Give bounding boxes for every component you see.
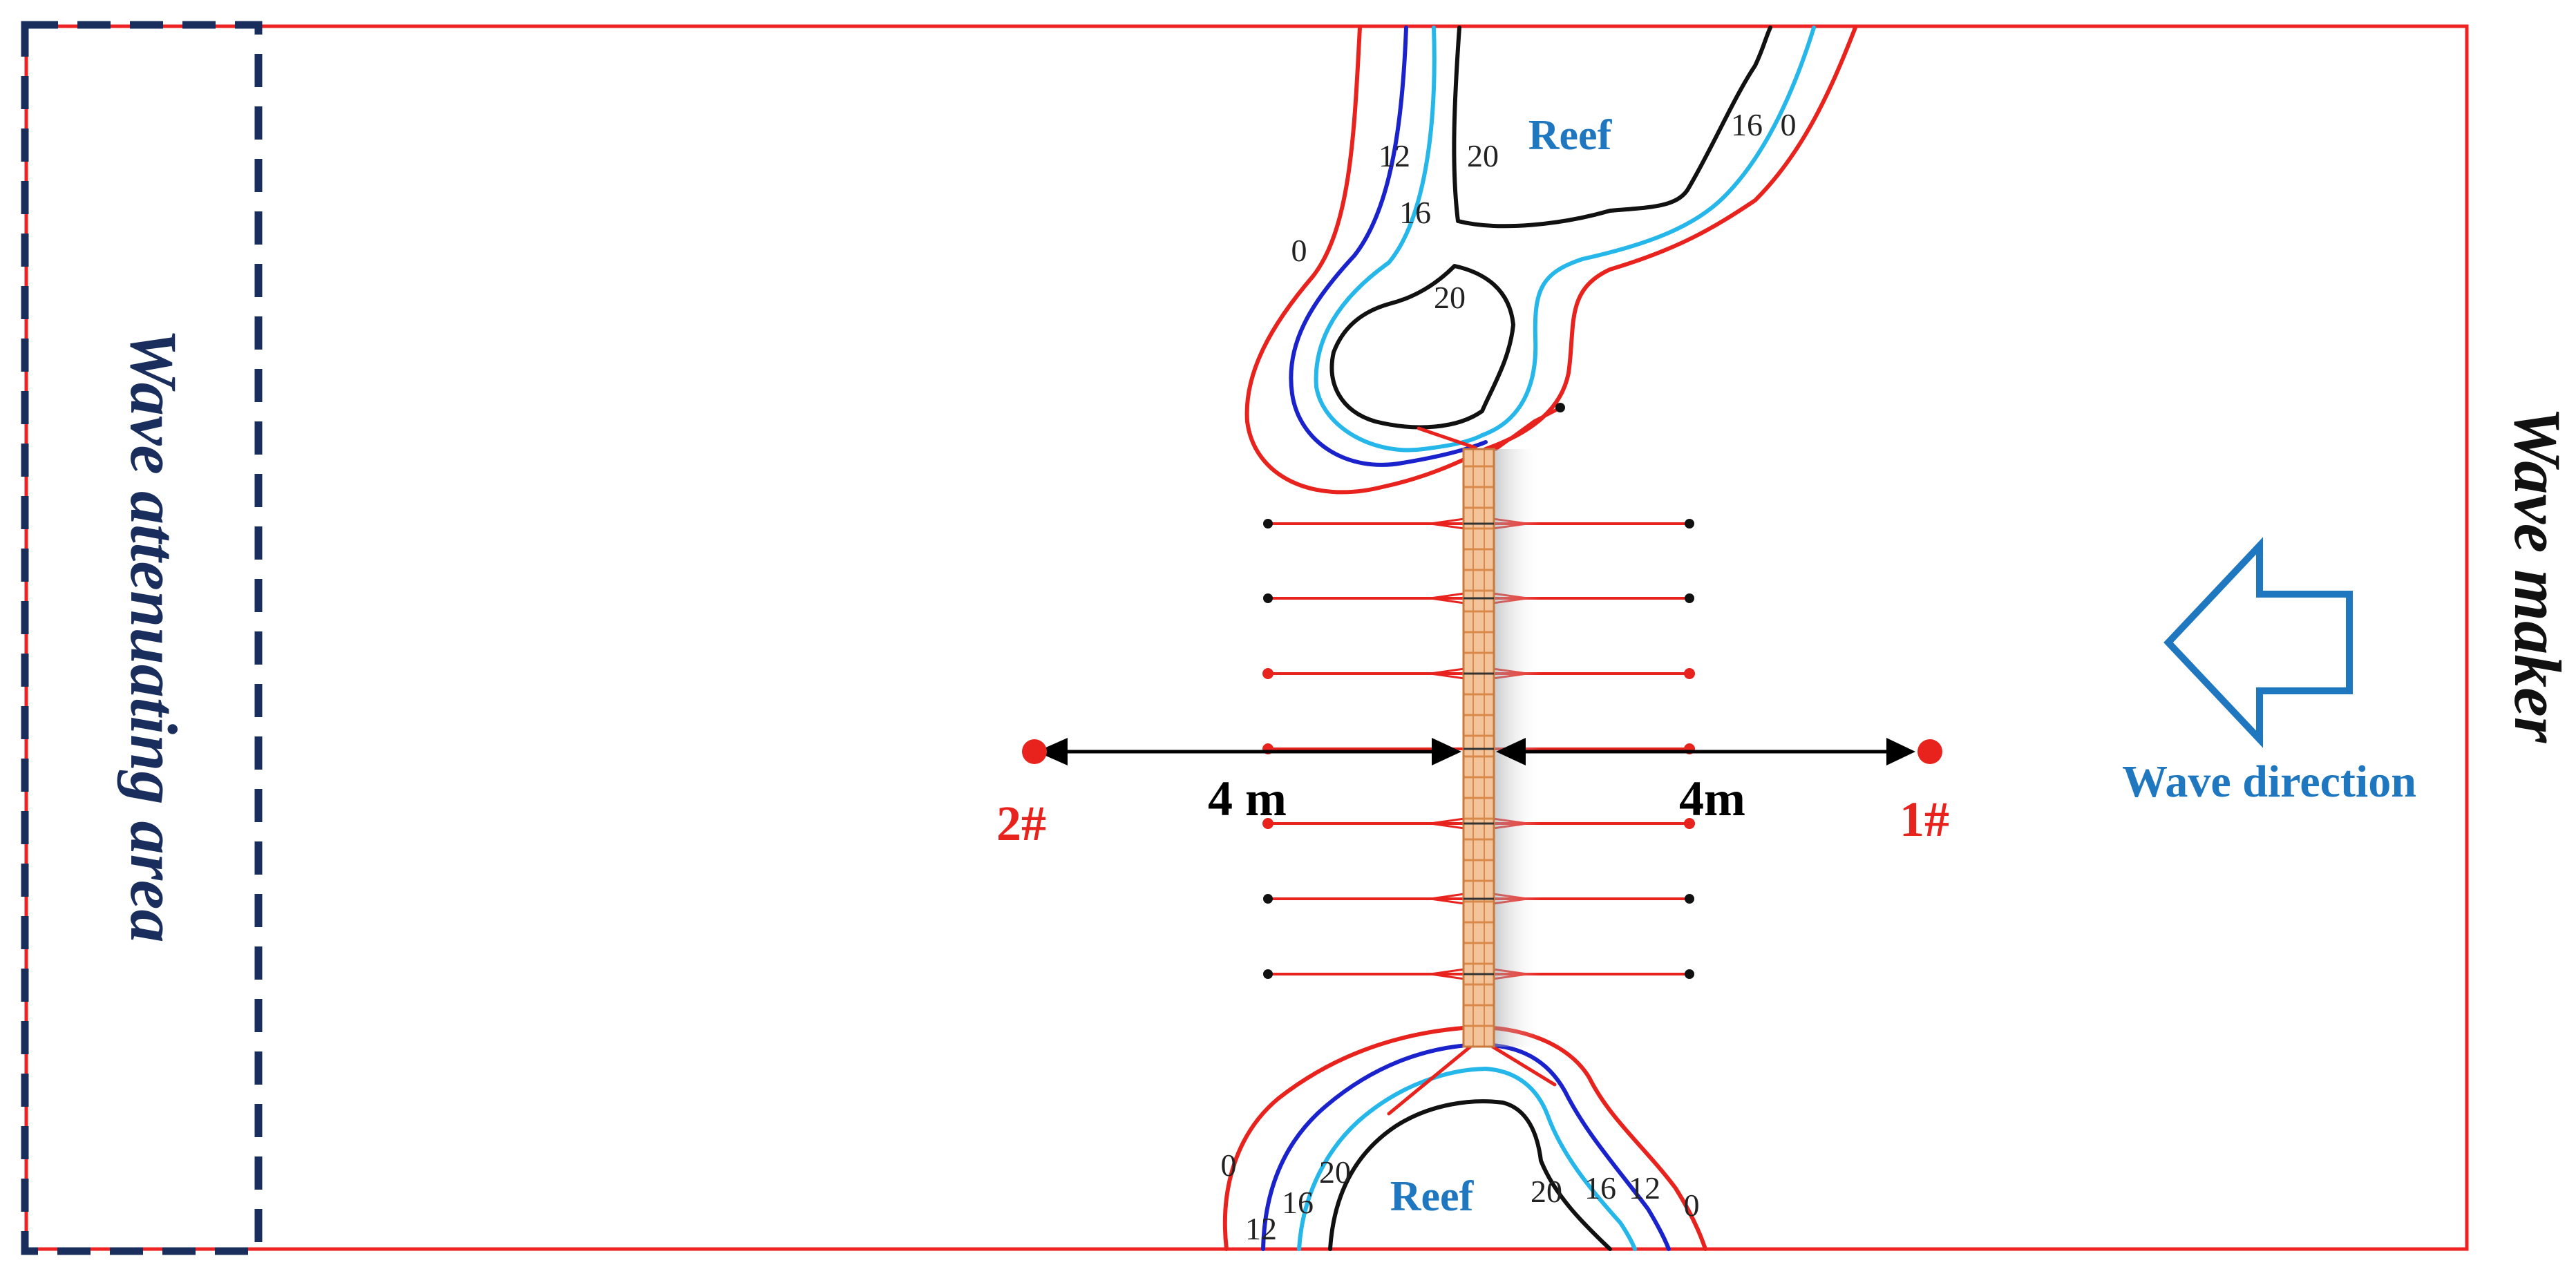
bottom-contour-label: 0 xyxy=(1684,1188,1700,1223)
bottom-contour-label: 16 xyxy=(1282,1185,1314,1220)
distance-left-label: 4 m xyxy=(1208,771,1287,826)
wave-attenuating-area-label: Wave attenuating area xyxy=(117,329,191,943)
wave-attenuating-area xyxy=(21,21,263,1255)
top-contour-20-island xyxy=(1329,264,1515,430)
top-contour-label: 16 xyxy=(1399,195,1431,230)
top-reef-label: Reef xyxy=(1528,112,1613,159)
bottom-contour-label: 20 xyxy=(1531,1174,1562,1209)
bottom-contour-label: 16 xyxy=(1584,1170,1616,1206)
top-contour-20-upper xyxy=(1452,26,1772,229)
top-contour-label: 0 xyxy=(1291,233,1307,268)
bottom-contour-label: 12 xyxy=(1629,1170,1660,1206)
top-contour-label: 20 xyxy=(1467,138,1499,173)
wave-direction-label: Wave direction xyxy=(2122,756,2416,807)
wave-direction-arrow-icon xyxy=(2163,537,2353,748)
top-contour-16-left xyxy=(1314,26,1484,453)
module-joints xyxy=(1464,522,1494,975)
tank-border xyxy=(24,24,2469,1251)
probe-2-marker xyxy=(1022,739,1047,764)
top-contour-label: 12 xyxy=(1379,138,1410,173)
top-contour-12 xyxy=(1289,26,1488,467)
top-anchor-point xyxy=(1555,403,1565,412)
top-contour-label: 20 xyxy=(1434,280,1466,315)
wave-maker-label: Wave maker xyxy=(2501,407,2575,744)
top-contour-label: 0 xyxy=(1781,107,1797,142)
top-contour-label: 16 xyxy=(1731,107,1763,142)
top-reef xyxy=(1244,26,1857,495)
probe-2-label: 2# xyxy=(996,796,1046,851)
bottom-contour-20 xyxy=(1328,1099,1612,1251)
bottom-connector xyxy=(1387,1045,1557,1116)
probe-1-marker xyxy=(1917,739,1942,764)
top-contour-16-right xyxy=(1480,26,1816,437)
bottom-contour-label: 12 xyxy=(1245,1211,1277,1246)
bottom-contour-label: 0 xyxy=(1221,1148,1237,1183)
distance-right-label: 4m xyxy=(1679,771,1745,826)
bottom-contour-16 xyxy=(1297,1067,1637,1251)
distance-arrow-right xyxy=(1496,738,1915,765)
probe-1-label: 1# xyxy=(1900,792,1949,847)
bottom-contour-label: 20 xyxy=(1319,1154,1351,1190)
top-connector xyxy=(1417,407,1560,451)
bottom-reef-label: Reef xyxy=(1390,1173,1475,1220)
distance-arrow-left xyxy=(1036,738,1461,765)
